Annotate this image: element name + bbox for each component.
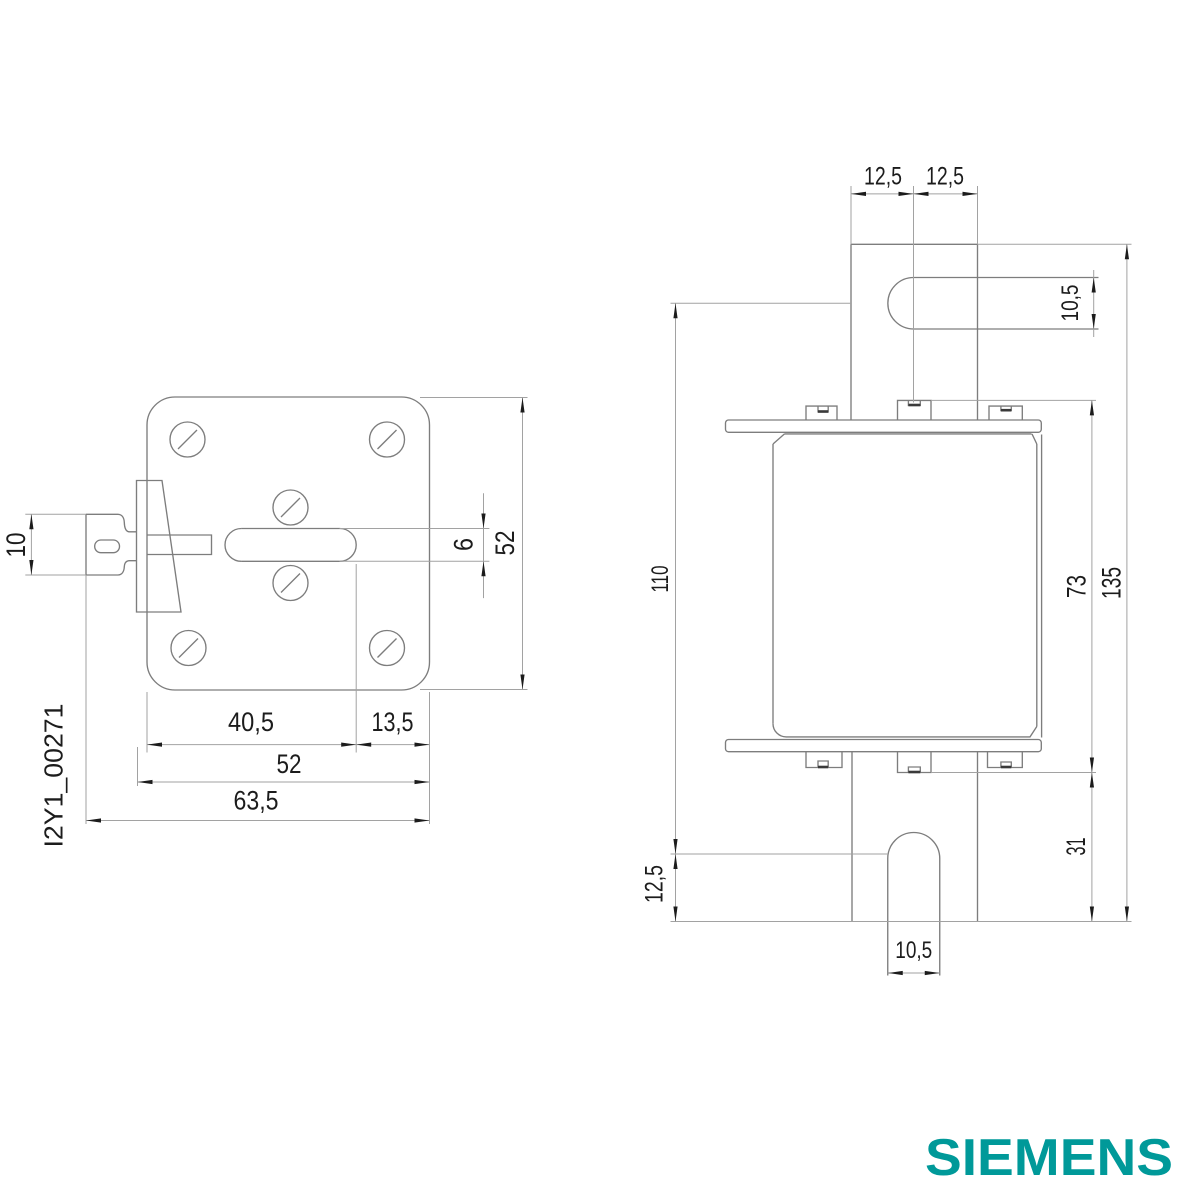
svg-text:10,5: 10,5	[895, 937, 932, 964]
svg-text:110: 110	[647, 566, 674, 593]
svg-text:40,5: 40,5	[228, 707, 274, 737]
svg-text:13,5: 13,5	[372, 707, 414, 737]
svg-text:52: 52	[277, 749, 302, 779]
svg-text:135: 135	[1097, 567, 1127, 599]
svg-text:12,5: 12,5	[926, 163, 964, 191]
svg-text:I2Y1_00271: I2Y1_00271	[39, 704, 69, 848]
svg-text:63,5: 63,5	[234, 786, 279, 816]
svg-text:6: 6	[449, 538, 479, 551]
svg-text:12,5: 12,5	[864, 163, 902, 191]
svg-text:12,5: 12,5	[641, 865, 669, 903]
svg-text:31: 31	[1061, 838, 1091, 856]
svg-text:73: 73	[1062, 575, 1092, 598]
svg-text:SIEMENS: SIEMENS	[925, 1129, 1173, 1187]
svg-text:10,5: 10,5	[1057, 285, 1084, 322]
svg-text:10: 10	[1, 533, 31, 558]
svg-text:52: 52	[490, 531, 520, 556]
